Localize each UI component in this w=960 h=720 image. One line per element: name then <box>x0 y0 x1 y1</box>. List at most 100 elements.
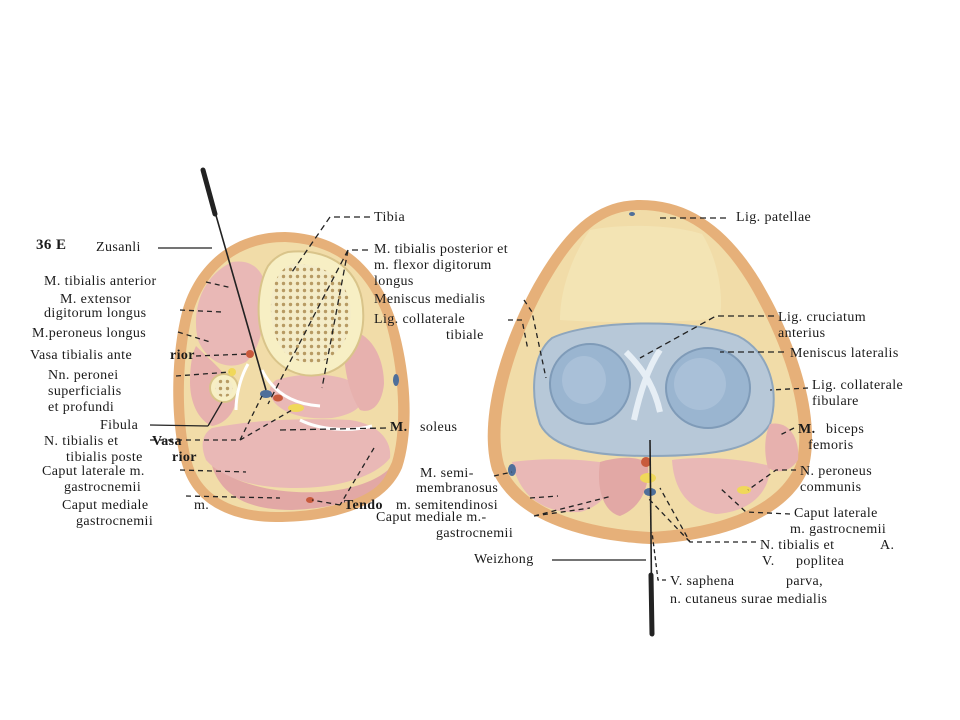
popliteal-artery <box>641 457 651 467</box>
label-caput-lat-1: Caput laterale m. <box>42 464 145 479</box>
label-peroneus-longus: M.peroneus longus <box>32 326 147 341</box>
semimembranosus-muscle <box>512 459 613 513</box>
label-lig-coll-tib-1: Lig. collaterale <box>374 312 466 327</box>
label-tibialis-posterior-1: M. tibialis posterior et <box>374 242 509 257</box>
leader-lig-coll-tib <box>508 319 529 351</box>
saphena-magna <box>508 464 516 476</box>
cruciate-ligaments <box>623 348 663 421</box>
label-caput-med-2: m. <box>194 498 210 513</box>
label-semimem-1: M. semi- <box>420 466 474 481</box>
leader-tibia <box>291 216 370 273</box>
label-meniscus-lateralis: Meniscus lateralis <box>790 346 899 361</box>
leader-n-peroneus <box>747 469 796 491</box>
label-n-tib-r-1: N. tibialis et <box>760 538 835 553</box>
vasa-tibialis-anterior-vessel <box>246 350 254 358</box>
label-tendo-1: Tendo <box>344 498 383 513</box>
n-tibialis-right <box>640 473 656 483</box>
label-lig-cruc-2: anterius <box>778 326 826 341</box>
n-peroneus-communis <box>737 486 751 494</box>
label-n-peroneus-2: communis <box>800 480 862 495</box>
label-caput-lat-r-1: Caput laterale <box>794 506 878 521</box>
leader-caput-lat-r <box>719 487 791 515</box>
label-n-tib-3: tibialis poste <box>66 450 143 465</box>
leader-n-tib-r <box>647 487 756 543</box>
leader-tendo <box>311 447 375 506</box>
label-nn-peronei-3: et profundi <box>48 400 115 415</box>
label-soleus: soleus <box>420 420 458 435</box>
leader-soleus <box>279 427 387 431</box>
label-n-tib-1: N. tibialis et <box>44 434 119 449</box>
tibialis-posterior-vessel-2 <box>273 394 283 402</box>
lateral-condyle-center <box>674 358 726 410</box>
leader-lig-coll-fib <box>769 387 809 391</box>
label-fibula: Fibula <box>100 418 139 433</box>
label-caput-lat-r-2: m. gastrocnemii <box>790 522 887 537</box>
label-caput-med-3: gastrocnemii <box>76 514 154 529</box>
label-biceps-1: M. <box>798 422 816 437</box>
gastrocnemius-medial <box>598 457 649 516</box>
leader-ext-dig <box>179 309 223 313</box>
tibia-spongy-bone <box>270 263 351 363</box>
label-nn-peronei-2: superficialis <box>48 384 122 399</box>
label-lig-coll-fib-1: Lig. collaterale <box>812 378 904 393</box>
label-v-saphena-3: n. cutaneus surae medialis <box>670 592 828 607</box>
label-n-peroneus-1: N. peroneus <box>800 464 873 479</box>
n-tibialis-nerve <box>288 404 304 412</box>
biceps-femoris-muscle <box>765 423 799 472</box>
label-caput-lat-2: gastrocnemii <box>64 480 142 495</box>
label-ext-dig-1: M. extensor <box>60 292 132 307</box>
label-lig-coll-fib-2: fibulare <box>812 394 859 409</box>
leader-tibialis-posterior <box>267 249 368 405</box>
right-knee-cross-section <box>487 200 813 637</box>
label-caput-med-r-1: Caput mediale m.- <box>376 510 487 525</box>
leader-lig-cruc <box>639 315 774 359</box>
label-vasa-tib-ant-2: rior <box>170 348 195 363</box>
leader-caput-med <box>185 495 281 499</box>
label-lig-coll-tib-2: tibiale <box>446 328 484 343</box>
label-biceps-2: biceps <box>826 422 865 437</box>
label-n-tib-r-3: V. <box>762 554 775 569</box>
leader-n-tib <box>150 395 293 441</box>
label-tendo-2: m. semitendinosi <box>396 498 499 513</box>
nn-peronei-nerve <box>228 368 236 376</box>
label-lig-cruc-1: Lig. cruciatum <box>778 310 867 325</box>
label-lig-patellae: Lig. patellae <box>736 210 812 225</box>
label-caput-med-1: Caput mediale <box>62 498 149 513</box>
leader-caput-med-r <box>533 495 613 517</box>
label-meniscus-medialis: Meniscus medialis <box>374 292 486 307</box>
leader-biceps <box>777 427 795 437</box>
leader-caput-lat <box>179 469 247 473</box>
leader-v-saphena <box>651 531 666 581</box>
zusanli-needle-handle <box>200 167 218 217</box>
leader-semimem <box>493 471 513 477</box>
acupoint-weizhong-label: Weizhong <box>474 552 534 567</box>
label-vasa-tib-ant-1: Vasa tibialis ante <box>30 348 133 363</box>
label-n-tib-4: rior <box>172 450 197 465</box>
infrapatellar-fat-pad <box>560 225 722 323</box>
medial-condyle-center <box>562 356 606 404</box>
label-nn-peronei-1: Nn. peronei <box>48 368 119 383</box>
gastrocnemius-muscle <box>212 466 388 510</box>
anterior-muscle-group <box>195 261 267 366</box>
label-tibialis-posterior-3: longus <box>374 274 414 289</box>
label-tibialis-posterior-2: m. flexor digitorum <box>374 258 492 273</box>
label-semimem-2: membranosus <box>416 481 499 496</box>
soleus-muscle <box>202 419 391 488</box>
label-v-saphena-1: V. saphena <box>670 574 735 589</box>
label-caput-med-r-2: gastrocnemii <box>436 526 514 541</box>
label-n-tib-r-4: poplitea <box>796 554 845 569</box>
gastrocnemius-lateral <box>672 458 770 514</box>
left-leg-cross-section <box>173 167 410 522</box>
figure-number: 36 E <box>36 237 67 253</box>
sural-vessel-left <box>306 497 314 503</box>
tibialis-posterior-vessel <box>260 390 272 398</box>
lig-patellae-vessels <box>629 212 635 216</box>
leader-peroneus <box>177 331 211 343</box>
fibula-marrow <box>215 379 233 397</box>
leader-lines <box>149 216 809 581</box>
label-tibialis-anterior: M. tibialis anterior <box>44 274 157 289</box>
label-biceps-3: femoris <box>808 438 854 453</box>
label-n-tib-r-2: A. <box>880 538 895 553</box>
weizhong-needle-handle <box>648 572 655 637</box>
